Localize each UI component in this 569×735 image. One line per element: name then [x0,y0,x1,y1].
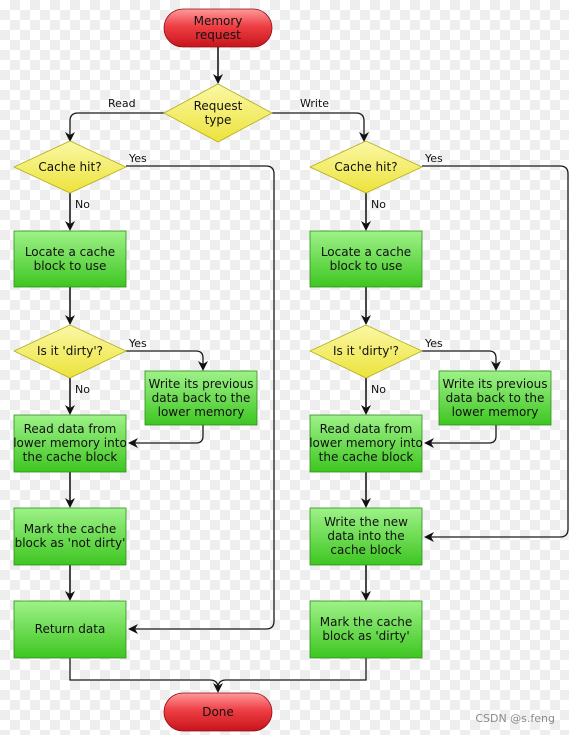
edge-left-writeback-to-read [128,425,204,448]
left-mark-block [13,507,127,566]
edge-label-write: Write [300,97,329,110]
left-dirty-label: Is it 'dirty'? [37,344,103,358]
left-return-label: Return data [35,622,106,636]
right-write-back-block [438,370,552,426]
edge-left-return-to-done [69,658,223,693]
edge-label-right-dirty-yes: Yes [424,337,443,350]
start-terminal [163,8,273,48]
edge-right-dirty-yes [422,350,501,371]
edge-left-hit-yes [126,165,275,634]
left-write-back-block [144,370,258,426]
right-cache-hit-label: Cache hit? [334,160,397,174]
right-dirty-label: Is it 'dirty'? [333,344,399,358]
edge-left-dirty-yes [126,350,208,371]
watermark: CSDN @s.feng [475,712,555,725]
edge-labels: Read Write Yes No Yes No Yes No Yes No [75,97,443,396]
done-terminal [163,692,273,732]
edge-write [272,112,369,142]
edge-label-right-dirty-no: No [371,383,386,396]
edge-label-right-hit-yes: Yes [424,152,443,165]
edges [65,47,569,693]
right-dirty-decision [309,324,423,379]
done-label: Done [202,705,234,719]
right-cache-hit-decision [309,140,423,194]
edge-label-left-dirty-yes: Yes [128,337,147,350]
right-locate-block [309,230,423,288]
edge-read [65,112,164,142]
edge-label-read: Read [108,97,136,110]
edge-label-left-hit-no: No [75,198,90,211]
edge-label-right-hit-no: No [371,198,386,211]
left-read-block [13,414,127,473]
request-type-decision [163,83,273,143]
left-cache-hit-decision [13,140,127,194]
edge-right-hit-yes [422,165,569,542]
edge-right-mark-to-done [217,658,367,689]
right-write-new-block [309,507,423,566]
edge-label-left-dirty-no: No [75,383,90,396]
left-dirty-decision [13,324,127,379]
right-read-block [309,414,423,473]
left-locate-block [13,230,127,288]
edge-label-left-hit-yes: Yes [128,152,147,165]
edge-right-writeback-to-read [424,425,497,448]
left-cache-hit-label: Cache hit? [38,160,101,174]
right-mark-block [309,600,423,659]
left-return-block [13,600,127,659]
